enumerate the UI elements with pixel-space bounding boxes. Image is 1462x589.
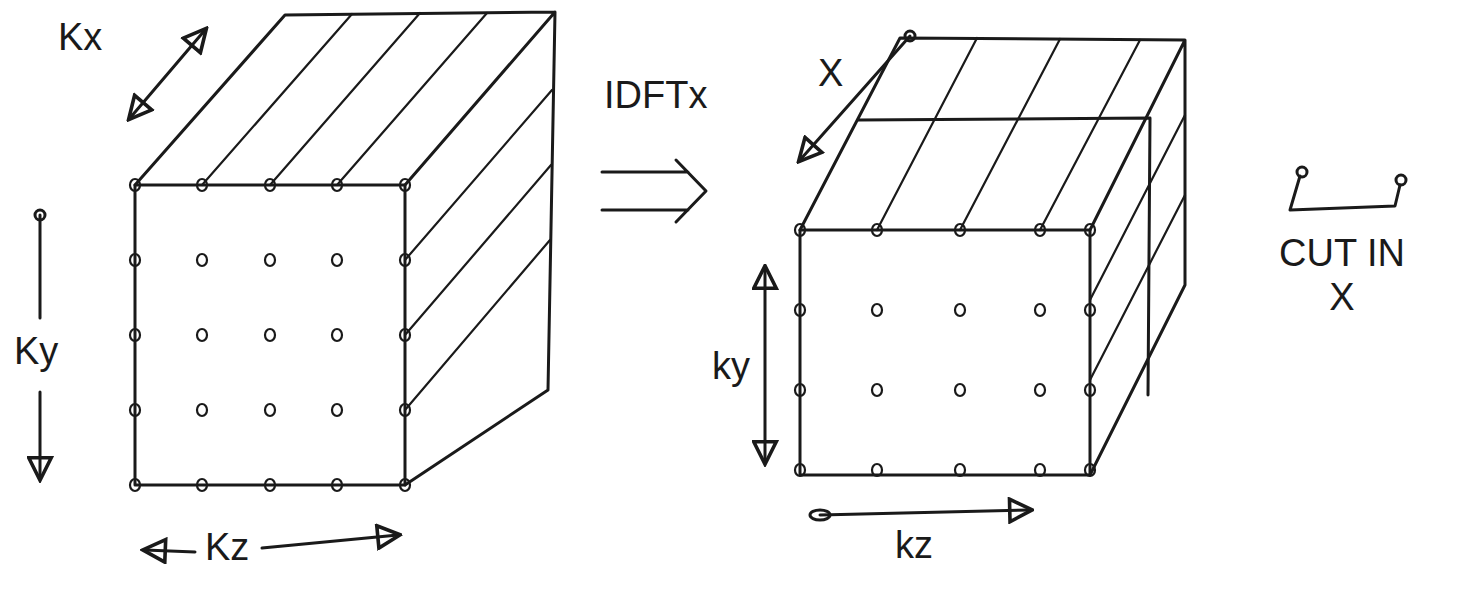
sample-dot bbox=[795, 464, 805, 476]
axis-arrow bbox=[130, 30, 205, 118]
axis-arrow bbox=[39, 215, 42, 318]
sample-dot bbox=[400, 254, 410, 266]
cube-front bbox=[800, 230, 1090, 475]
note-label: CUT IN X bbox=[1262, 232, 1422, 319]
transform-arrow bbox=[602, 160, 706, 222]
axis-label: Kx bbox=[58, 16, 102, 60]
sample-dot bbox=[1085, 304, 1095, 316]
sample-dot bbox=[1035, 224, 1045, 236]
sample-dot bbox=[955, 224, 965, 236]
hatching bbox=[877, 38, 1185, 380]
arrow-tail bbox=[905, 31, 915, 41]
sample-dot bbox=[1035, 384, 1045, 396]
sample-dot bbox=[872, 304, 882, 316]
sample-dot bbox=[130, 254, 140, 266]
sample-dot bbox=[400, 179, 410, 191]
arrow-tail bbox=[810, 510, 830, 520]
sample-dot bbox=[332, 254, 342, 266]
sample-dot bbox=[1035, 464, 1045, 476]
sample-dot bbox=[265, 479, 275, 491]
arrow-tail bbox=[35, 210, 45, 220]
sample-dot bbox=[332, 329, 342, 341]
axis-arrow bbox=[39, 392, 42, 478]
sample-dot bbox=[955, 384, 965, 396]
axis-label: X bbox=[818, 52, 843, 96]
sample-dot bbox=[130, 329, 140, 341]
sample-dot bbox=[130, 179, 140, 191]
sample-dot bbox=[265, 329, 275, 341]
sample-dot bbox=[872, 224, 882, 236]
sample-dot bbox=[400, 404, 410, 416]
axis-arrow bbox=[820, 510, 1030, 515]
axis-arrow bbox=[262, 535, 398, 548]
sample-dot bbox=[795, 384, 805, 396]
sample-dot bbox=[197, 329, 207, 341]
sample-dot bbox=[130, 479, 140, 491]
axis-arrow bbox=[764, 268, 767, 462]
cut-plane bbox=[858, 118, 1150, 395]
sample-dot bbox=[1085, 224, 1095, 236]
sample-dot bbox=[1035, 304, 1045, 316]
hatching bbox=[202, 13, 552, 410]
axis-label: kz bbox=[895, 524, 933, 568]
axis-label: Ky bbox=[14, 330, 58, 374]
sample-dot bbox=[332, 404, 342, 416]
sample-dot bbox=[197, 179, 207, 191]
sample-dot bbox=[197, 404, 207, 416]
axis-label: Kz bbox=[205, 526, 249, 570]
sample-dot bbox=[265, 404, 275, 416]
sample-dot bbox=[955, 464, 965, 476]
cut-symbol-end bbox=[1396, 175, 1406, 185]
sample-dot bbox=[400, 479, 410, 491]
sample-dots bbox=[130, 179, 1095, 491]
cut-symbol bbox=[1290, 176, 1400, 210]
sample-dot bbox=[332, 479, 342, 491]
sample-dot bbox=[400, 329, 410, 341]
sample-dot bbox=[872, 464, 882, 476]
sample-dot bbox=[872, 384, 882, 396]
transform-label: IDFTx bbox=[604, 74, 707, 118]
cut-symbol-end bbox=[1297, 167, 1307, 177]
sample-dot bbox=[795, 224, 805, 236]
axis-label: ky bbox=[712, 345, 750, 389]
sample-dot bbox=[1085, 464, 1095, 476]
axis-arrow bbox=[145, 550, 195, 552]
sample-dot bbox=[197, 254, 207, 266]
sample-dot bbox=[955, 304, 965, 316]
sample-dot bbox=[795, 304, 805, 316]
cube-front bbox=[135, 185, 405, 485]
sample-dot bbox=[265, 179, 275, 191]
sample-dot bbox=[332, 179, 342, 191]
sample-dot bbox=[197, 479, 207, 491]
sample-dot bbox=[130, 404, 140, 416]
sample-dot bbox=[1085, 384, 1095, 396]
sample-dot bbox=[265, 254, 275, 266]
axis-arrow bbox=[800, 36, 910, 160]
cube-edges bbox=[800, 38, 1185, 475]
cube-edges bbox=[135, 12, 555, 485]
